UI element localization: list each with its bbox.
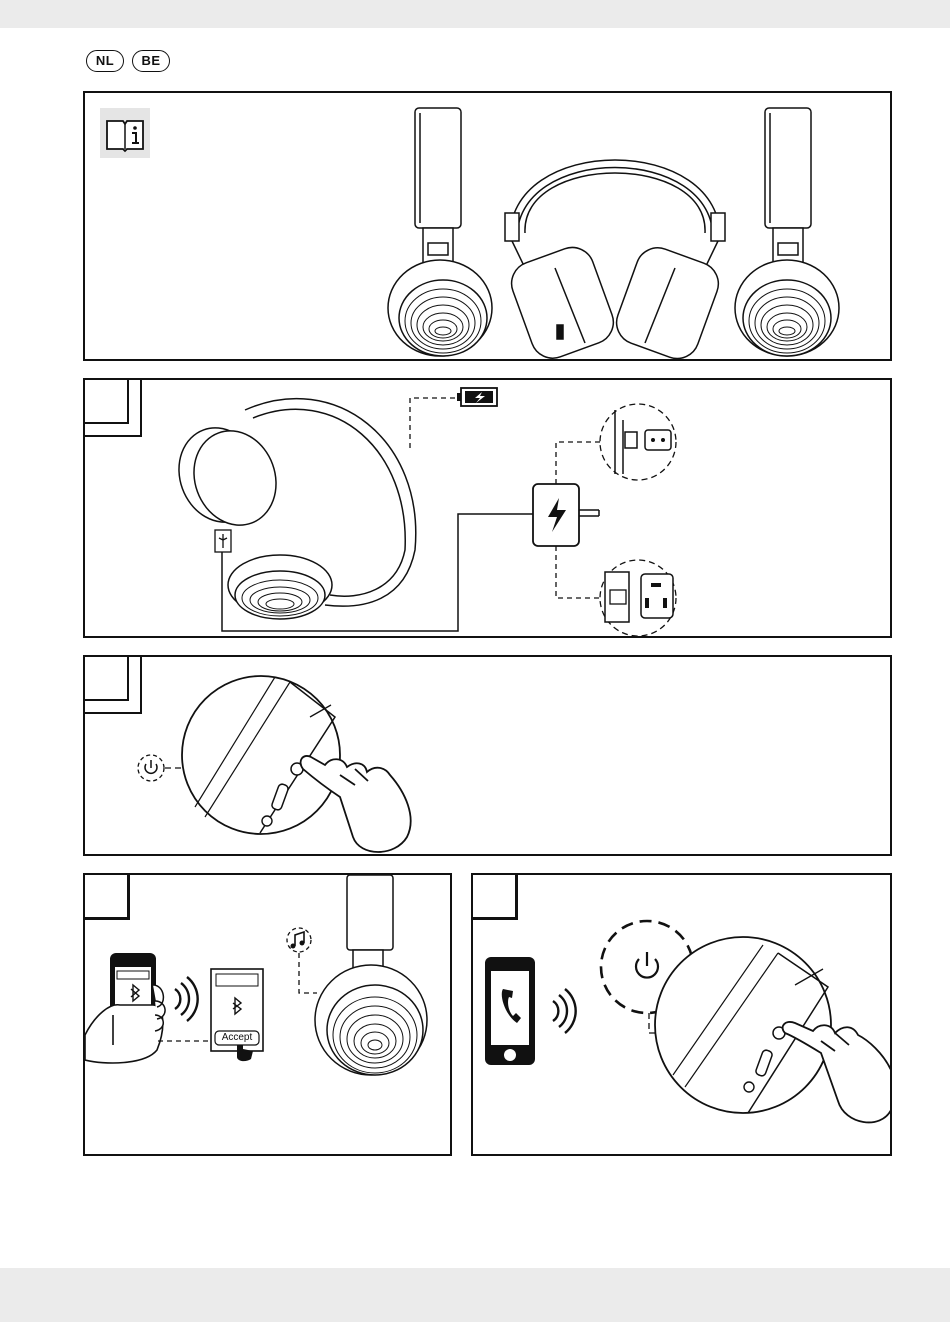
headphone-side	[315, 875, 427, 1075]
usb-icon	[215, 530, 231, 552]
music-note-icon	[287, 928, 311, 952]
phone-call-icon	[485, 957, 535, 1065]
earcup-closeup	[655, 937, 831, 1113]
headphone-front	[505, 160, 725, 359]
headphone-side-left	[388, 108, 492, 356]
overview-panel	[83, 91, 892, 361]
signal-waves-icon	[175, 977, 198, 1021]
uk-plug-icon	[600, 560, 676, 636]
manual-page: NL BE	[0, 28, 950, 1268]
call-illustration	[473, 875, 890, 1154]
overview-illustration	[85, 93, 890, 359]
charging-illustration	[85, 380, 890, 636]
pairing-illustration: Accept	[85, 875, 450, 1154]
power-on-panel	[83, 655, 892, 856]
manual-info-icon	[100, 108, 150, 158]
accept-button[interactable]: Accept	[215, 1031, 259, 1045]
headphone-side-right	[735, 108, 839, 356]
charger-bolt-icon	[533, 484, 599, 546]
language-badges: NL BE	[86, 50, 170, 72]
power-on-illustration	[85, 657, 890, 854]
eu-plug-icon	[600, 404, 676, 480]
pairing-panel: Accept	[83, 873, 452, 1156]
phone-in-hand	[85, 953, 165, 1063]
charging-panel	[83, 378, 892, 638]
earcup-closeup	[182, 676, 340, 834]
battery-charging-icon	[457, 388, 497, 406]
call-panel	[471, 873, 892, 1156]
signal-waves-icon	[553, 989, 576, 1033]
language-badge-be: BE	[132, 50, 170, 72]
power-icon	[138, 755, 164, 781]
headphone-folded	[166, 399, 416, 619]
language-badge-nl: NL	[86, 50, 124, 72]
